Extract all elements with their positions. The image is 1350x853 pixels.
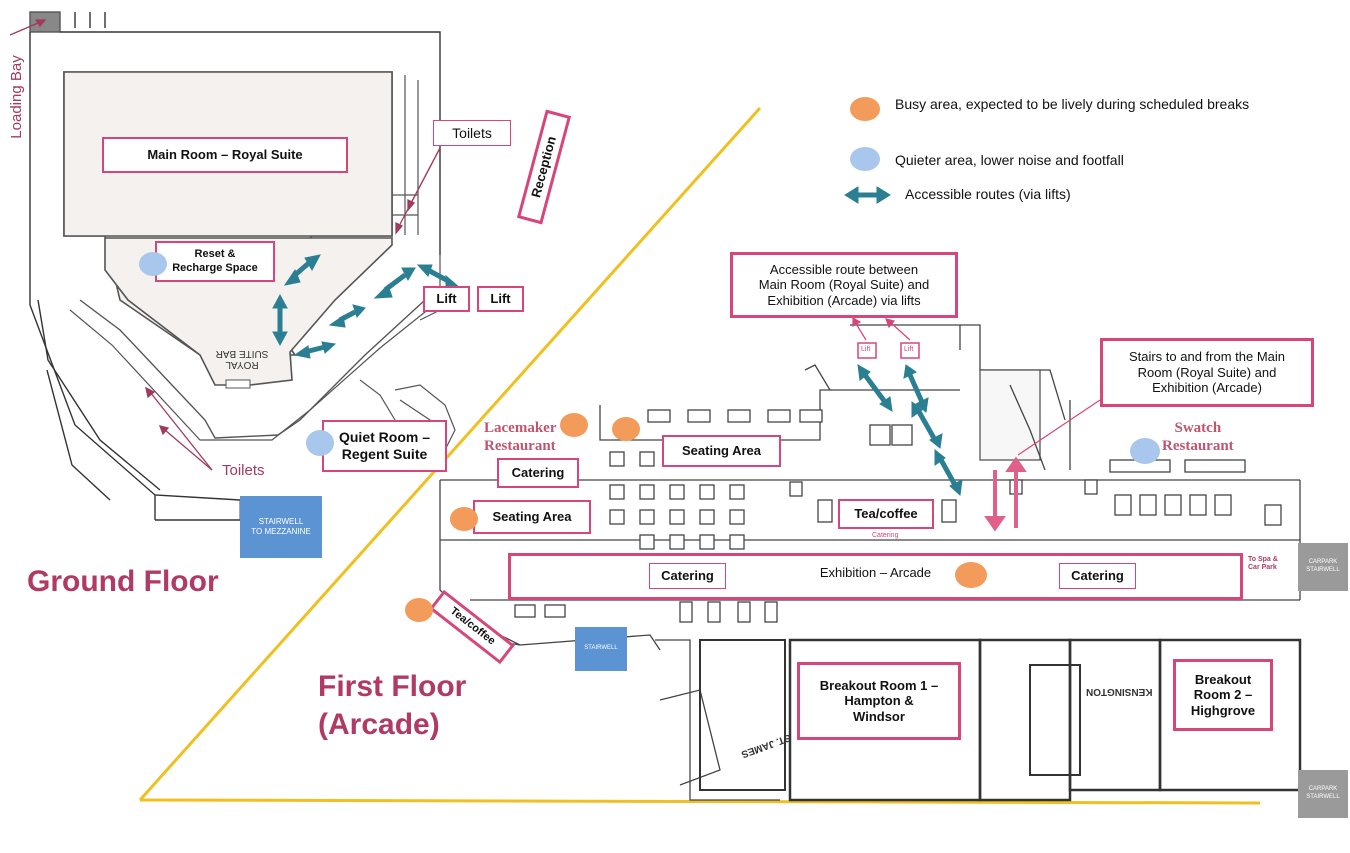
quiet-dot-swatch (1130, 438, 1160, 464)
seating-area-center-label[interactable]: Seating Area (662, 435, 781, 467)
swatch-line2: Restaurant (1162, 438, 1234, 454)
stairwell-to-mezzanine[interactable]: STAIRWELL TO MEZZANINE (240, 496, 322, 558)
catering-small-label: Catering (872, 532, 899, 539)
reset-line1: Reset & (194, 248, 236, 261)
accessible-route-line2: Main Room (Royal Suite) and (758, 277, 930, 293)
catering-lacemaker-label[interactable]: Catering (497, 458, 579, 488)
carpark-stairwell-lower[interactable]: CARPARK STAIRWELL (1298, 770, 1348, 818)
swatch-line1: Swatch (1174, 420, 1222, 436)
busy-dot-lacemaker-2 (612, 417, 640, 441)
legend-accessible-text: Accessible routes (via lifts) (905, 186, 1071, 202)
catering-right-exhibition-label[interactable]: Catering (1059, 563, 1136, 589)
carpark2-line1: CARPARK (1308, 786, 1338, 793)
stairs-line3: Exhibition (Arcade) (1152, 380, 1262, 396)
legend-accessible-arrow-icon (845, 185, 890, 205)
lacemaker-line2: Restaurant (484, 438, 556, 454)
floor-divider-line (138, 106, 762, 802)
to-spa-car-park-label: To Spa & Car Park (1248, 556, 1278, 573)
busy-dot-exhibition (955, 562, 987, 588)
stairs-callout: Stairs to and from the Main Room (Royal … (1100, 338, 1314, 407)
breakout2-line1: Breakout (1194, 671, 1252, 687)
carpark1-line1: CARPARK (1308, 559, 1338, 566)
seating-furniture (514, 409, 1282, 623)
to-spa-line2: Car Park (1248, 564, 1277, 572)
floor-divider-bottom (139, 798, 1261, 805)
lift-2-label[interactable]: Lift (477, 286, 524, 312)
legend-quiet-dot (850, 147, 880, 171)
lift-1-label[interactable]: Lift (423, 286, 470, 312)
quiet-room-line1: Quiet Room – (338, 429, 430, 446)
ground-floor-walls (29, 11, 441, 521)
busy-dot-seating-left (450, 507, 478, 531)
first-floor-title: First Floor (Arcade) (318, 668, 466, 743)
legend-quiet-text: Quieter area, lower noise and footfall (895, 152, 1124, 168)
lacemaker-restaurant-label: Lacemaker Restaurant (484, 419, 556, 455)
stairwell-mezz-line1: STAIRWELL (258, 516, 304, 526)
busy-dot-tea-coffee (405, 598, 433, 622)
carpark-stairwell-upper[interactable]: CARPARK STAIRWELL (1298, 543, 1348, 591)
catering-left-exhibition-label[interactable]: Catering (649, 563, 726, 589)
stairs-line1: Stairs to and from the Main (1128, 349, 1286, 365)
to-spa-line1: To Spa & (1248, 556, 1278, 563)
breakout1-line3: Windsor (853, 708, 905, 724)
first-floor-lift-boxes (857, 342, 920, 359)
stairwell-first-floor[interactable]: STAIRWELL (575, 627, 627, 671)
seating-area-left-label[interactable]: Seating Area (473, 500, 591, 534)
busy-dot-lacemaker-1 (560, 413, 588, 437)
loading-bay-label: Loading Bay (8, 55, 25, 139)
first-floor-walls (439, 324, 1302, 802)
toilets-top-label: Toilets (433, 120, 511, 146)
quiet-room-regent-suite-label[interactable]: Quiet Room – Regent Suite (322, 420, 447, 472)
breakout2-line2: Room 2 – (1193, 687, 1253, 703)
quiet-dot-regent-suite (306, 430, 334, 456)
breakout-room-2-label[interactable]: Breakout Room 2 – Highgrove (1173, 659, 1273, 731)
swatch-restaurant-label: Swatch Restaurant (1162, 419, 1234, 455)
carpark2-line2: STAIRWELL (1306, 794, 1340, 800)
quiet-room-line2: Regent Suite (341, 446, 428, 462)
exhibition-arcade-label: Exhibition – Arcade (819, 565, 932, 580)
lift-a-label: Lift (861, 346, 871, 353)
breakout1-line2: Hampton & (844, 693, 914, 709)
carpark1-line2: STAIRWELL (1306, 567, 1340, 573)
royal-suite-bar-label: ROYAL SUITE BAR (212, 348, 272, 370)
breakout1-line1: Breakout Room 1 – (819, 677, 939, 693)
suite-bar-line: SUITE BAR (215, 348, 269, 359)
quiet-dot-reset-space (139, 252, 167, 276)
legend-busy-dot (850, 97, 880, 121)
lacemaker-line1: Lacemaker (484, 420, 557, 436)
lift-b-label: Lift (904, 346, 914, 353)
legend-busy-text: Busy area, expected to be lively during … (895, 96, 1250, 112)
first-floor-line2: (Arcade) (318, 707, 440, 741)
breakout-room-1-label[interactable]: Breakout Room 1 – Hampton & Windsor (797, 662, 961, 740)
accessible-route-line1: Accessible route between (769, 261, 919, 277)
main-room-royal-suite-label[interactable]: Main Room – Royal Suite (102, 137, 348, 173)
kensington-room-label: KENSINGTON (1086, 686, 1153, 697)
ground-floor-title: Ground Floor (27, 565, 219, 598)
accessible-route-callout: Accessible route between Main Room (Roya… (730, 252, 958, 318)
stairwell-mezz-line2: TO MEZZANINE (251, 527, 311, 536)
first-floor-line1: First Floor (318, 670, 467, 703)
accessible-route-line3: Exhibition (Arcade) via lifts (767, 292, 921, 308)
tea-coffee-center-label[interactable]: Tea/coffee (838, 499, 934, 529)
toilets-bottom-label: Toilets (222, 462, 265, 479)
breakout2-line3: Highgrove (1190, 702, 1256, 718)
stairs-line2: Room (Royal Suite) and (1137, 364, 1277, 380)
reset-line2: Recharge Space (172, 261, 258, 274)
reset-recharge-space-label[interactable]: Reset & Recharge Space (155, 241, 275, 282)
royal-line: ROYAL (225, 359, 259, 370)
